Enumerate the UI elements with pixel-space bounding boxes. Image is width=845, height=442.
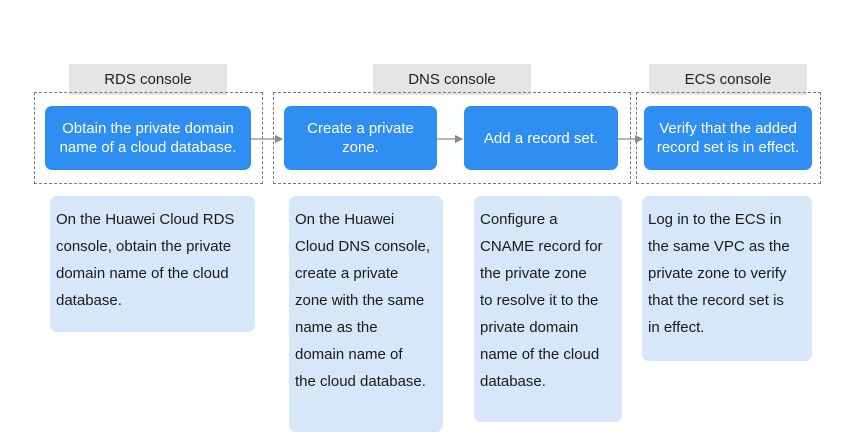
dns-console-group xyxy=(273,92,631,184)
description-ecs: Log in to the ECS in the same VPC as the… xyxy=(642,196,812,361)
step-verify-record-set: Verify that the added record set is in e… xyxy=(644,106,812,170)
description-rds: On the Huawei Cloud RDS console, obtain … xyxy=(50,196,255,332)
rds-console-label: RDS console xyxy=(69,64,227,95)
step-create-private-zone: Create a private zone. xyxy=(284,106,437,170)
description-dns-private-zone: On the Huawei Cloud DNS console, create … xyxy=(289,196,443,432)
step-obtain-domain-name: Obtain the private domain name of a clou… xyxy=(45,106,251,170)
step-add-record-set: Add a record set. xyxy=(464,106,618,170)
dns-console-label: DNS console xyxy=(373,64,531,95)
ecs-console-label: ECS console xyxy=(649,64,807,95)
description-dns-record-set: Configure a CNAME record for the private… xyxy=(474,196,622,422)
rds-console-group xyxy=(34,92,263,184)
